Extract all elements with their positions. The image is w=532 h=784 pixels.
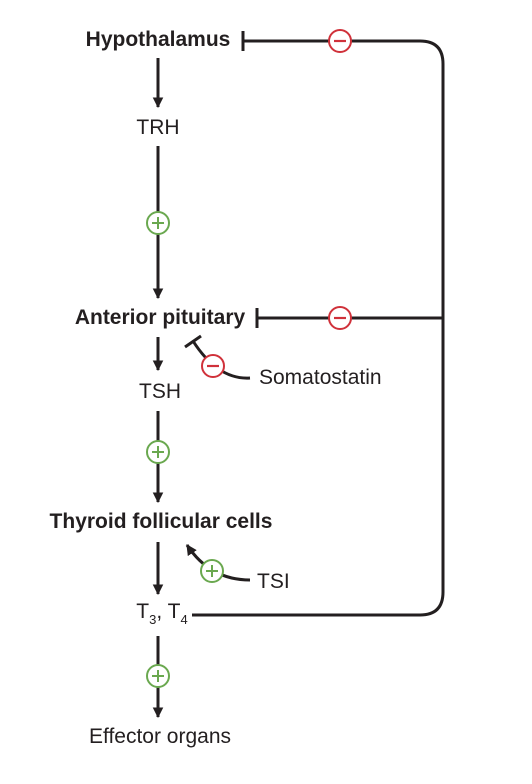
plus-circle-icon	[146, 211, 170, 235]
inhibition-bar-somatostatin	[184, 334, 202, 349]
node-effector-organs: Effector organs	[88, 725, 232, 748]
plus-circle-icon	[200, 559, 224, 583]
t3-subscript: 3	[149, 612, 157, 627]
modulator-tsi: TSI	[257, 570, 290, 593]
node-tsh: TSH	[139, 380, 181, 403]
minus-circle-icon	[328, 29, 352, 53]
minus-circle-icon	[201, 354, 225, 378]
plus-circle-icon	[146, 664, 170, 688]
node-trh: TRH	[136, 116, 180, 139]
node-anterior-pituitary: Anterior pituitary	[74, 306, 246, 329]
node-hypothalamus: Hypothalamus	[85, 28, 231, 51]
minus-circle-icon	[328, 306, 352, 330]
node-thyroid-follicular-cells: Thyroid follicular cells	[49, 510, 273, 533]
t3-base: T	[136, 600, 150, 623]
feedback-loop-line	[192, 39, 445, 617]
t4-subscript: 4	[180, 612, 188, 627]
node-t3-t4: T3, T4	[136, 600, 187, 632]
t4-separator: , T	[156, 600, 181, 623]
modulator-somatostatin: Somatostatin	[259, 366, 382, 389]
plus-circle-icon	[146, 440, 170, 464]
